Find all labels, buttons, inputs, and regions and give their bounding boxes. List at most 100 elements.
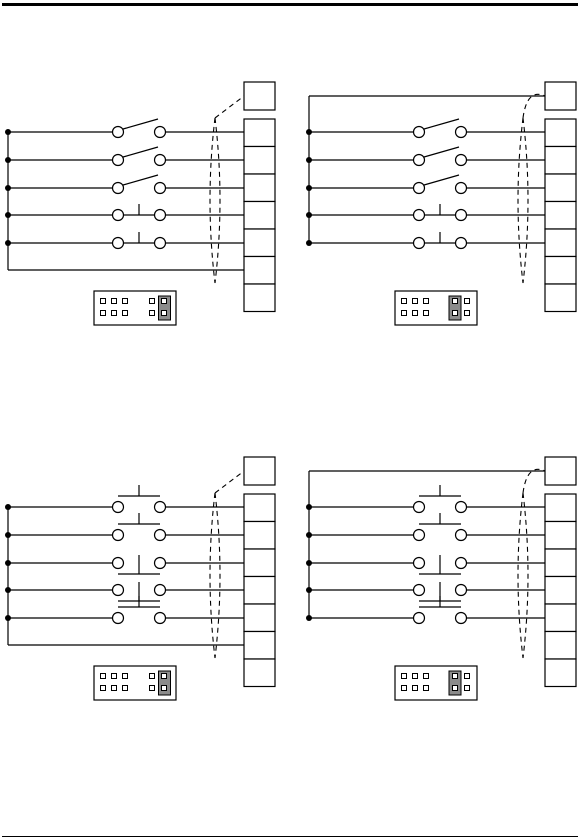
diagram-bottom-right xyxy=(306,457,576,700)
terminal-4 xyxy=(244,202,275,230)
contact-terminal-right xyxy=(456,238,467,249)
header-pin xyxy=(150,674,155,679)
terminal-6 xyxy=(244,257,275,285)
contact-terminal-right xyxy=(155,585,166,596)
shield-left xyxy=(210,118,215,283)
junction-dot xyxy=(5,240,11,246)
shield-drain xyxy=(523,469,545,493)
contact-terminal-left xyxy=(414,530,425,541)
switch-row xyxy=(306,147,545,166)
header-pin xyxy=(402,674,407,679)
switch-row xyxy=(5,204,244,221)
junction-dot xyxy=(306,504,312,510)
contact-terminal-left xyxy=(414,238,425,249)
terminal-7 xyxy=(545,284,576,312)
header-pin xyxy=(162,299,167,304)
header-pin xyxy=(150,299,155,304)
contact-terminal-left xyxy=(113,558,124,569)
diagram-top-right xyxy=(306,82,576,325)
header-pin xyxy=(424,686,429,691)
junction-dot xyxy=(306,212,312,218)
junction-dot xyxy=(5,185,11,191)
junction-dot xyxy=(306,560,312,566)
header-pin xyxy=(150,686,155,691)
terminal-4 xyxy=(545,577,576,605)
contact-terminal-right xyxy=(155,127,166,138)
switch-row xyxy=(306,582,545,601)
header-pin xyxy=(413,299,418,304)
switch-lever xyxy=(123,175,158,185)
switch-row xyxy=(5,232,244,249)
terminal-3 xyxy=(545,174,576,202)
header-pin xyxy=(465,311,470,316)
header-pin xyxy=(413,674,418,679)
switch-row xyxy=(306,513,545,541)
contact-terminal-right xyxy=(456,585,467,596)
contact-terminal-left xyxy=(113,502,124,513)
switch-lever xyxy=(424,175,459,185)
header-pin xyxy=(101,299,106,304)
contact-terminal-left xyxy=(414,155,425,166)
contact-terminal-right xyxy=(155,502,166,513)
switch-lever xyxy=(424,147,459,157)
terminal-5 xyxy=(545,229,576,257)
contact-terminal-left xyxy=(414,183,425,194)
contact-terminal-left xyxy=(414,585,425,596)
terminal-1 xyxy=(545,494,576,522)
terminal-top xyxy=(244,82,275,110)
header-pin xyxy=(112,311,117,316)
shield-right xyxy=(523,118,528,283)
switch-row xyxy=(5,175,244,194)
header-pin xyxy=(162,686,167,691)
header-pin xyxy=(465,674,470,679)
terminal-block xyxy=(545,457,576,687)
terminal-3 xyxy=(545,549,576,577)
cable-shield xyxy=(210,471,244,658)
shield-drain xyxy=(523,94,545,118)
terminal-5 xyxy=(545,604,576,632)
cable-shield xyxy=(518,94,545,283)
header-pin xyxy=(453,674,458,679)
jumper-header xyxy=(94,291,176,325)
switch-row xyxy=(5,555,244,574)
diagram-bottom-left xyxy=(5,457,275,700)
junction-dot xyxy=(306,532,312,538)
terminal-block xyxy=(244,82,275,312)
switch-lever xyxy=(123,147,158,157)
junction-dot xyxy=(5,129,11,135)
contact-terminal-left xyxy=(113,127,124,138)
terminal-6 xyxy=(244,632,275,660)
junction-dot xyxy=(306,185,312,191)
jumper-header xyxy=(395,666,477,700)
switch-row xyxy=(306,175,545,194)
header-pin xyxy=(112,674,117,679)
junction-dot xyxy=(306,129,312,135)
contact-terminal-left xyxy=(113,530,124,541)
terminal-3 xyxy=(244,174,275,202)
junction-dot xyxy=(306,157,312,163)
header-pin xyxy=(424,311,429,316)
junction-dot xyxy=(5,560,11,566)
header-pin xyxy=(150,311,155,316)
terminal-1 xyxy=(244,119,275,147)
contact-terminal-left xyxy=(113,155,124,166)
header-pin xyxy=(112,686,117,691)
contact-terminal-left xyxy=(414,613,425,624)
junction-dot xyxy=(5,587,11,593)
shield-right xyxy=(215,118,220,283)
contact-terminal-left xyxy=(414,502,425,513)
terminal-7 xyxy=(244,659,275,687)
junction-dot xyxy=(5,504,11,510)
terminal-5 xyxy=(244,604,275,632)
header-pin xyxy=(112,299,117,304)
switch-lever xyxy=(424,119,459,129)
junction-dot xyxy=(306,587,312,593)
contact-terminal-left xyxy=(113,613,124,624)
header-pin xyxy=(465,299,470,304)
contact-terminal-right xyxy=(456,530,467,541)
contact-terminal-right xyxy=(456,183,467,194)
terminal-2 xyxy=(545,147,576,175)
terminal-top xyxy=(545,457,576,485)
